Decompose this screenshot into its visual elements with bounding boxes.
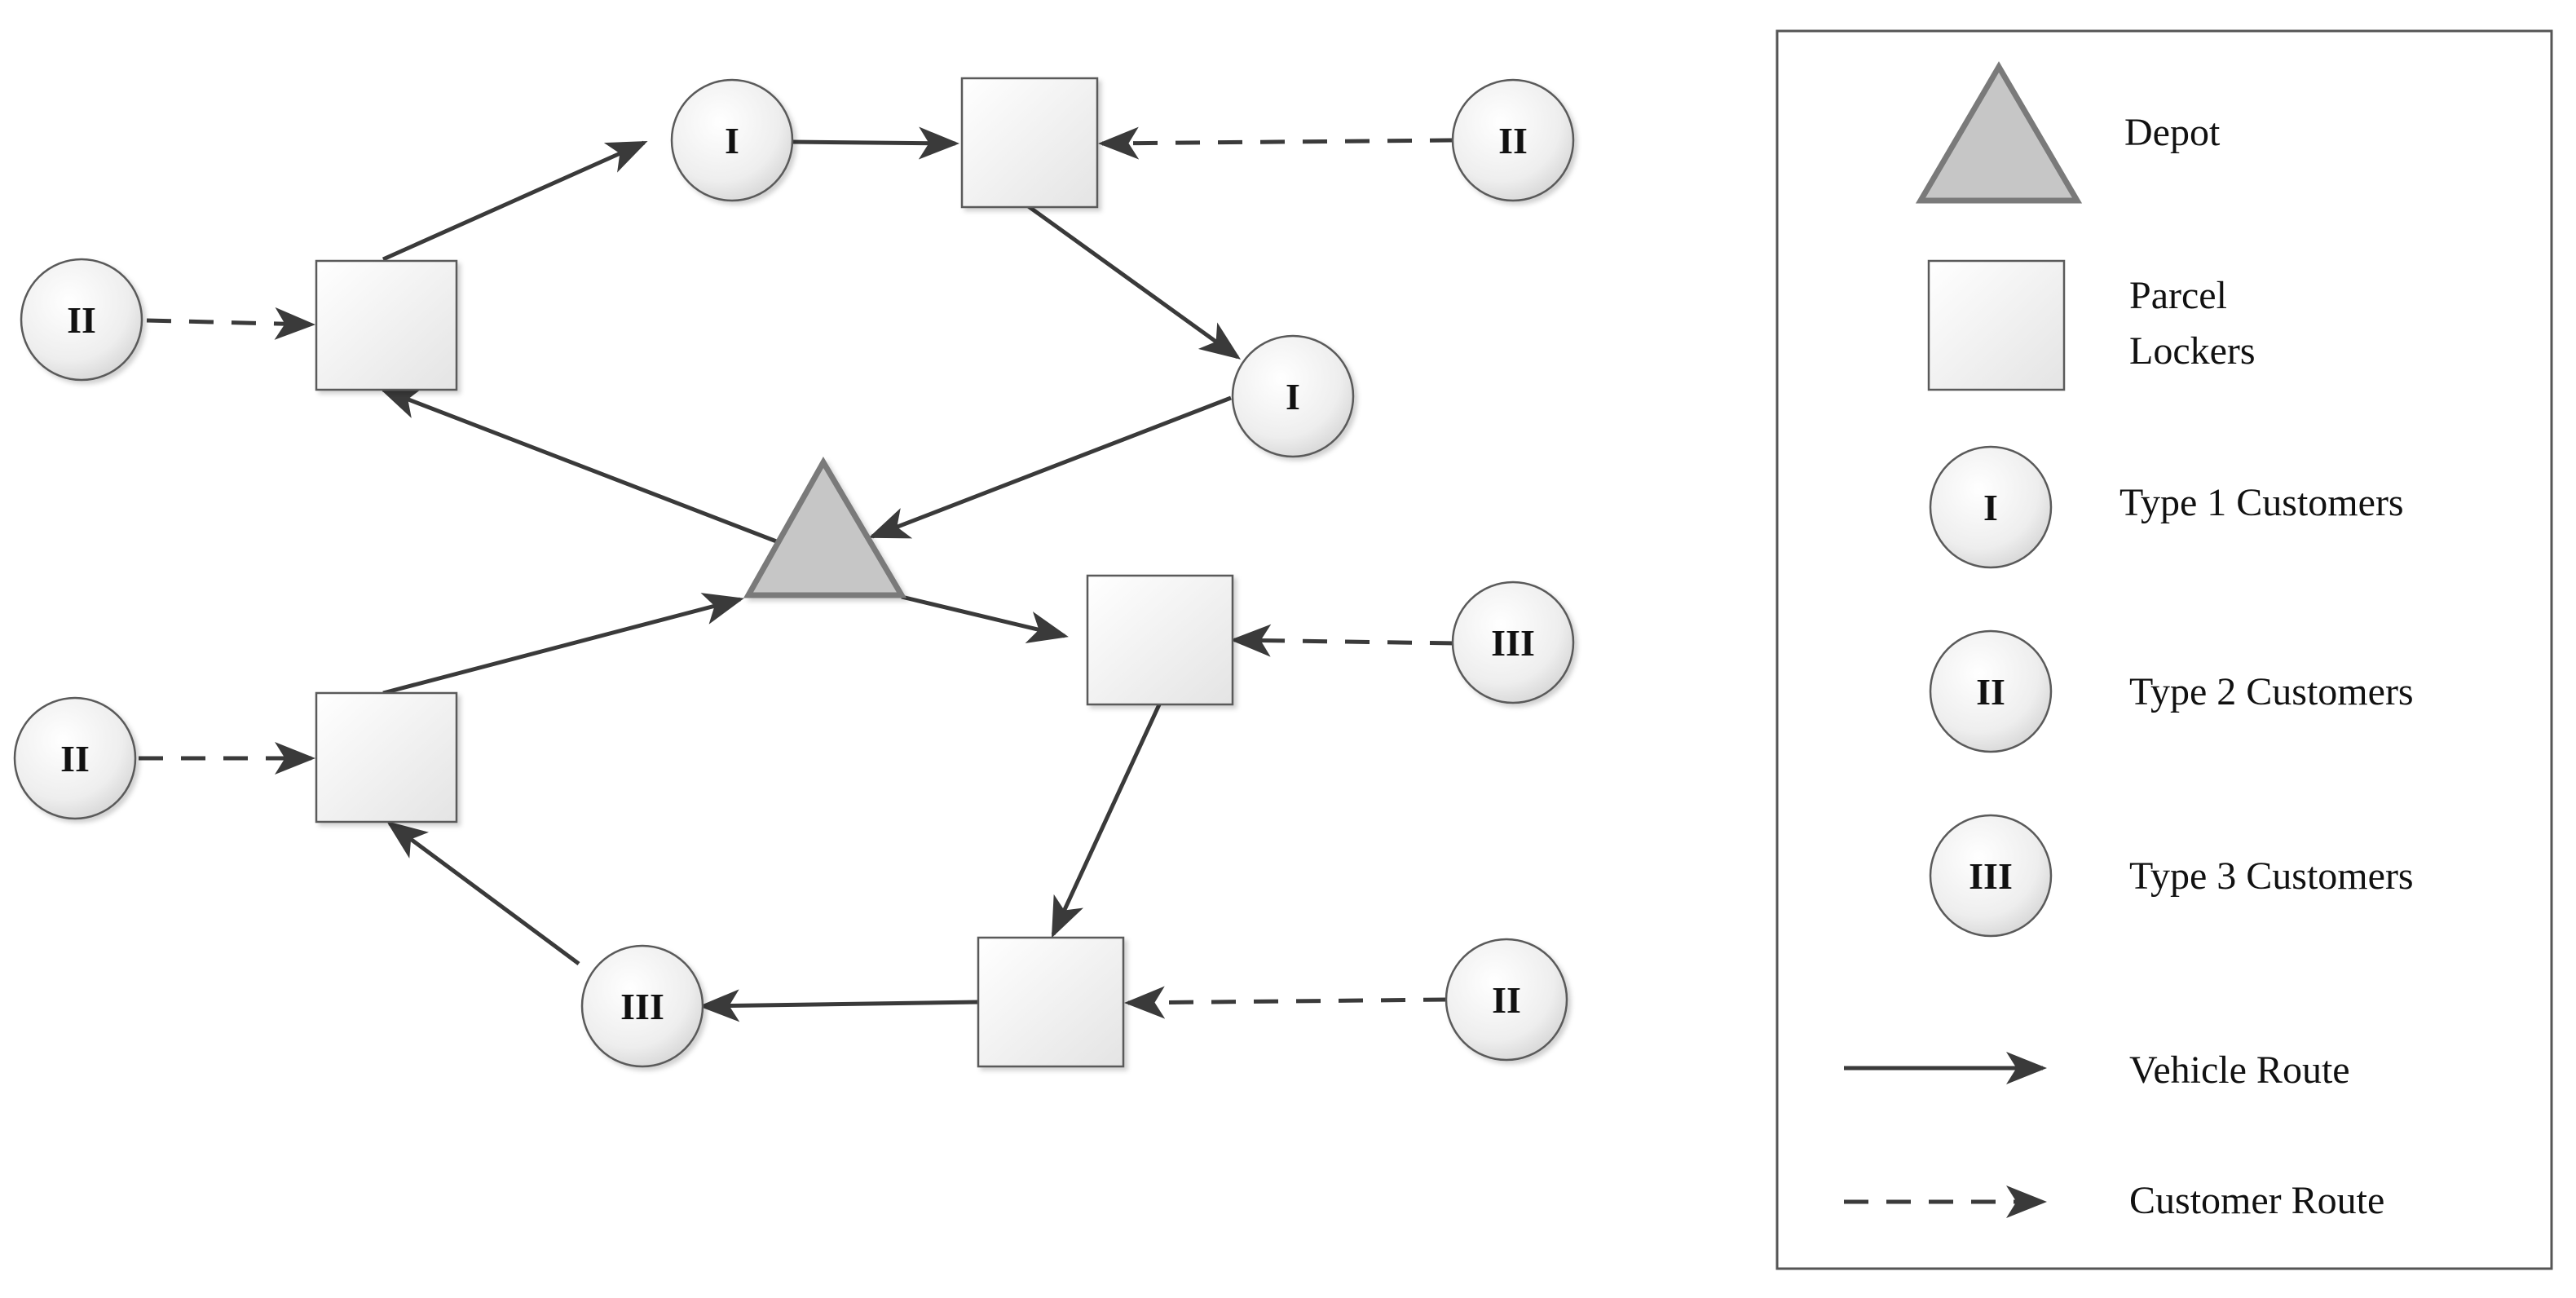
- customer-label: II: [60, 738, 90, 779]
- parcel-locker-node: [315, 259, 458, 391]
- customer-label: III: [620, 986, 664, 1027]
- legend-type3-symbol: III: [1969, 855, 2013, 897]
- legend-type2-symbol: II: [1976, 671, 2005, 713]
- legend-lockers-line2: Lockers: [2129, 329, 2256, 373]
- parcel-locker-node: [960, 77, 1099, 209]
- customer-route-C3-L1: [146, 307, 315, 340]
- customer-label: II: [67, 299, 96, 341]
- parcel-locker-node: [315, 691, 458, 823]
- legend-lockers-line1: Parcel: [2129, 274, 2227, 317]
- customer-route-C5-L4: [1230, 624, 1455, 657]
- edges: [139, 126, 1455, 1022]
- depot-node: [743, 456, 907, 598]
- customer-node: II: [13, 696, 137, 820]
- customer-node: II: [1451, 78, 1575, 202]
- legend-depot-label: Depot: [2124, 111, 2221, 154]
- legend-customer-route-label: Customer Route: [2129, 1179, 2384, 1222]
- customer-label: I: [1286, 376, 1300, 417]
- nodes: I II II I III II II III: [13, 77, 1575, 1068]
- legend-depot-icon: [1915, 61, 2083, 204]
- customer-label: II: [1498, 120, 1528, 161]
- vehicle-route-depot-L1: [379, 387, 779, 545]
- customer-label: III: [1491, 622, 1535, 664]
- legend-frame: [1775, 29, 2553, 1270]
- customer-node: I: [1231, 334, 1355, 458]
- parcel-locker-node: [977, 936, 1125, 1068]
- customer-node: II: [20, 258, 143, 382]
- vehicle-route-L2-C4: [1026, 203, 1242, 360]
- vehicle-route-L5-C8: [699, 989, 979, 1022]
- legend-vehicle-route-label: Vehicle Route: [2129, 1049, 2350, 1092]
- vehicle-route-L3-depot: [382, 593, 744, 695]
- legend-parcel-locker-icon: [1927, 259, 2066, 391]
- customer-route-C2-L2: [1098, 126, 1455, 160]
- legend: Depot Parcel Lockers I Type 1 Customers …: [1775, 29, 2553, 1270]
- vehicle-route-depot-L4: [901, 594, 1069, 643]
- customer-route-C7-L5: [1124, 986, 1449, 1019]
- customer-node: III: [1451, 581, 1575, 704]
- legend-type2-label: Type 2 Customers: [2129, 670, 2414, 713]
- parcel-locker-node: [1086, 574, 1234, 706]
- customer-node: I: [670, 78, 794, 202]
- legend-type1-symbol: I: [1983, 487, 1998, 528]
- legend-type1-label: Type 1 Customers: [2119, 481, 2404, 524]
- vehicle-route-C4-depot: [868, 395, 1232, 539]
- vehicle-route-C8-L3: [386, 821, 580, 966]
- legend-type3-icon: [1929, 814, 2053, 938]
- legend-type3-label: Type 3 Customers: [2129, 854, 2414, 898]
- customer-label: I: [725, 120, 739, 161]
- vehicle-route-L1-C1: [382, 140, 648, 262]
- legend-type2-icon: [1929, 629, 2053, 753]
- customer-node: III: [580, 944, 704, 1068]
- legend-type1-icon: [1929, 445, 2053, 569]
- customer-label: II: [1492, 979, 1521, 1021]
- vehicle-route-L4-L5: [1051, 701, 1162, 938]
- customer-node: II: [1445, 938, 1568, 1062]
- vehicle-route-C1-L2: [790, 126, 959, 160]
